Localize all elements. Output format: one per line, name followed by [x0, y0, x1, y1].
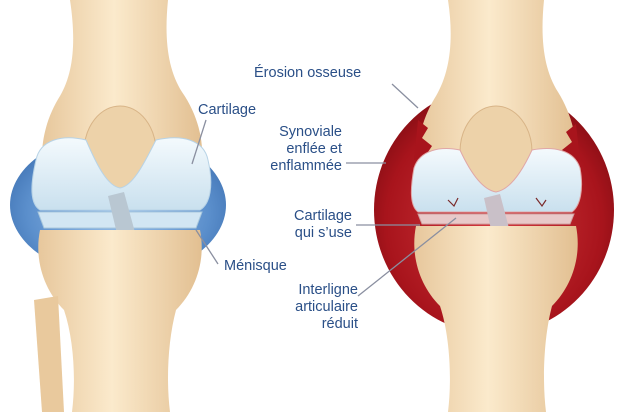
label-interligne: Interligne articulaire réduit [272, 282, 358, 333]
label-menisque: Ménisque [224, 258, 287, 275]
label-synoviale: Synoviale enflée et enflammée [252, 124, 342, 175]
label-synoviale-line3: enflammée [252, 158, 342, 175]
label-interligne-line1: Interligne [272, 282, 358, 299]
label-erosion-osseuse: Érosion osseuse [254, 65, 361, 82]
leader-erosion [392, 84, 418, 108]
label-cartilage-use: Cartilage qui s’use [262, 208, 352, 242]
label-synoviale-line1: Synoviale [252, 124, 342, 141]
healthy-fibula [34, 296, 64, 412]
healthy-tibia [38, 230, 201, 412]
label-cartilage-use-line1: Cartilage [262, 208, 352, 225]
label-synoviale-line2: enflée et [252, 141, 342, 158]
label-cartilage-use-line2: qui s’use [262, 225, 352, 242]
arthritic-knee [374, 0, 614, 412]
label-interligne-line3: réduit [272, 316, 358, 333]
label-interligne-line2: articulaire [272, 299, 358, 316]
label-cartilage: Cartilage [198, 102, 256, 119]
healthy-knee [10, 0, 226, 412]
